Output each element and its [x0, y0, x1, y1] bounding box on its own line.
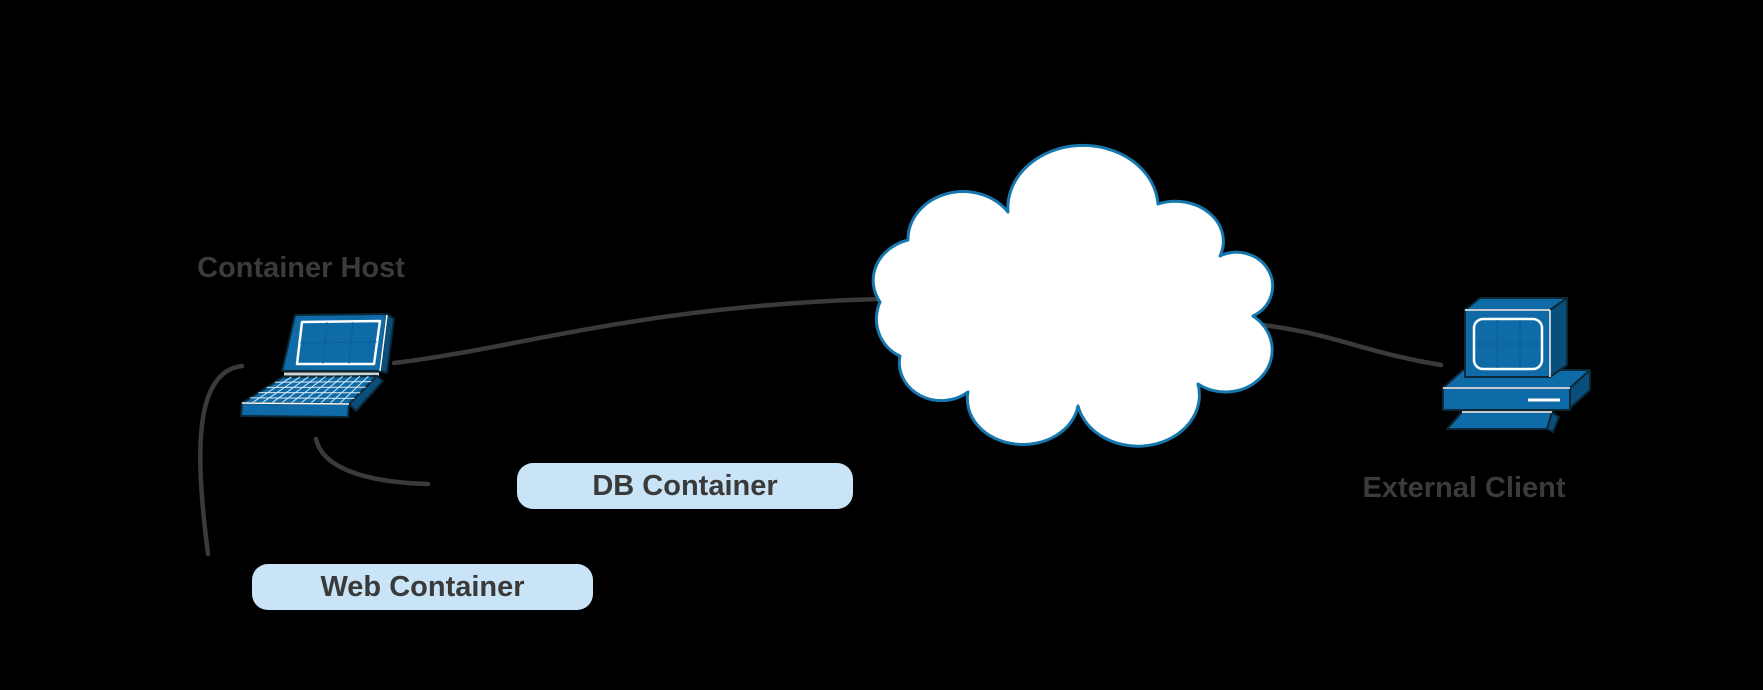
- connector-cloud-to-client: [1251, 321, 1444, 368]
- client-screen-grid: [1475, 320, 1541, 368]
- cloud-icon: [871, 143, 1275, 448]
- connector-host-to-web: [198, 363, 245, 557]
- desktop-computer-icon: [1442, 297, 1591, 433]
- connector-host-to-db: [313, 436, 431, 487]
- web-container-node: Web Container: [252, 564, 593, 610]
- db-container-node: DB Container: [517, 463, 853, 509]
- connector-lines: [198, 296, 1444, 557]
- connector-host-to-cloud: [391, 296, 881, 366]
- screen-grid: [299, 321, 378, 365]
- external-client-label: External Client: [1362, 472, 1566, 504]
- container-host-label: Container Host: [197, 252, 405, 284]
- keyboard-grid: [250, 375, 372, 405]
- laptop-icon: [240, 313, 395, 418]
